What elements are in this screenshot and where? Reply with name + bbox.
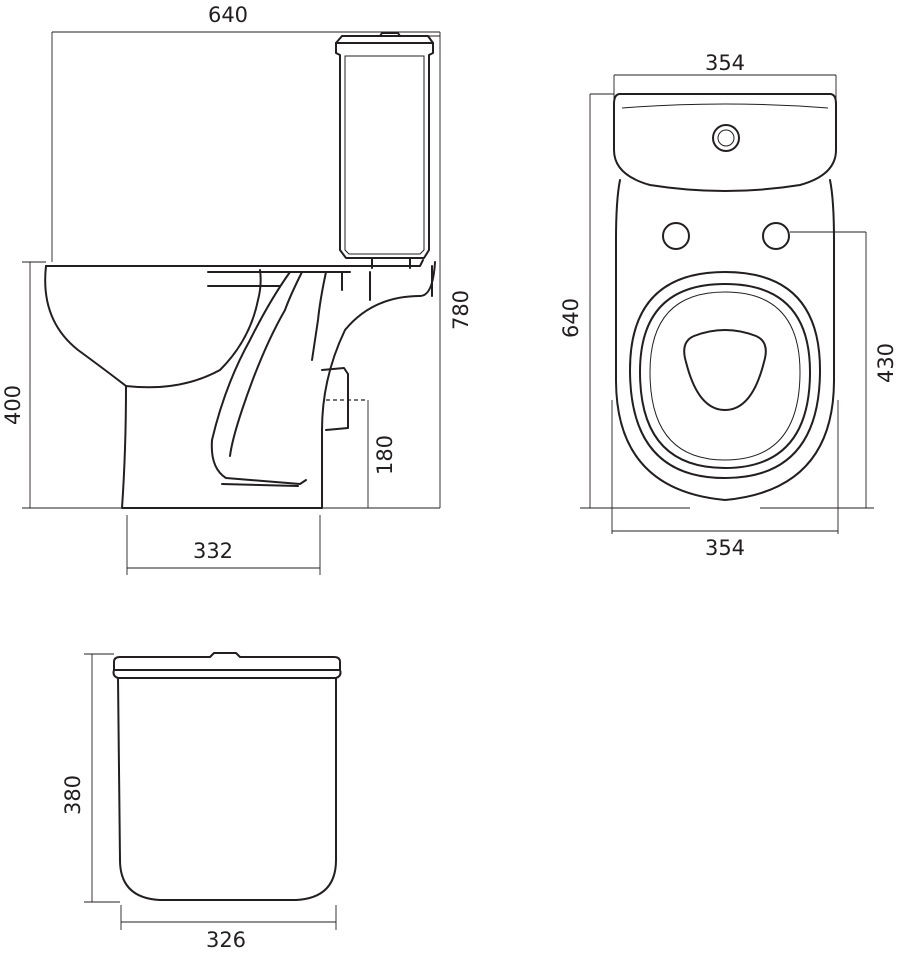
dim-side-foot-length-label: 332: [193, 539, 233, 563]
dim-top-tank-width-label: 354: [705, 51, 745, 75]
dim-side-length: 640: [51, 3, 440, 262]
dim-side-total-height: 780: [439, 32, 473, 508]
top-bowl: [615, 179, 835, 501]
dim-side-bowl-height: 400: [1, 261, 122, 509]
dim-top-hole-distance: 430: [760, 231, 898, 509]
dim-side-bowl-height-label: 400: [1, 385, 25, 425]
dim-side-foot-length: 332: [126, 515, 321, 575]
cistern-front-view: 380 326: [61, 652, 342, 952]
dim-side-outlet-height: 180: [322, 400, 440, 509]
top-cistern: [613, 93, 837, 192]
side-view: 640 400 180 780 332: [1, 3, 473, 575]
dim-top-length: 640: [559, 93, 690, 509]
side-cistern: [335, 32, 440, 269]
top-view: 354 640 430 354: [559, 51, 898, 560]
dim-side-outlet-height-label: 180: [373, 435, 397, 475]
dim-top-bowl-width-label: 354: [705, 536, 745, 560]
dim-tank-width: 326: [120, 905, 337, 952]
dim-side-total-height-label: 780: [449, 290, 473, 330]
dim-tank-height-label: 380: [61, 775, 85, 815]
dim-top-hole-distance-label: 430: [874, 343, 898, 383]
fixing-hole-right: [762, 222, 790, 250]
fixing-hole-left: [662, 222, 690, 250]
dim-side-length-label: 640: [208, 3, 248, 27]
side-bowl: [44, 259, 436, 509]
dim-top-length-label: 640: [559, 298, 583, 338]
dim-top-tank-width: 354: [613, 51, 837, 100]
dim-tank-height: 380: [61, 653, 120, 903]
dim-tank-width-label: 326: [206, 928, 246, 952]
dim-top-bowl-width: 354: [611, 400, 839, 560]
